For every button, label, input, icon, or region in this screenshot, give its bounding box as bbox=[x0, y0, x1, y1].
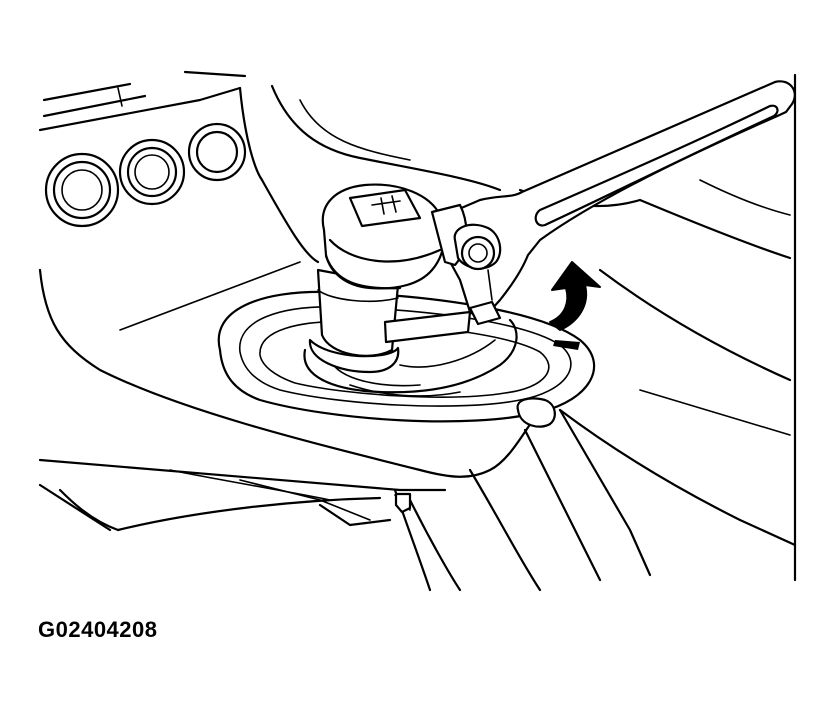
vent-middle bbox=[118, 138, 186, 206]
shift-pattern-plate bbox=[348, 188, 422, 228]
round-air-vents bbox=[44, 122, 247, 228]
figure-code-label: G02404208 bbox=[38, 617, 158, 642]
center-console bbox=[38, 73, 797, 592]
shift-knob bbox=[321, 183, 446, 290]
rotation-arrow-counterclockwise bbox=[549, 261, 601, 350]
vent-right bbox=[187, 122, 247, 182]
shift-lever-stem bbox=[308, 268, 472, 374]
adjustable-wrench bbox=[430, 80, 796, 326]
vent-left bbox=[44, 152, 120, 228]
dashboard-panel bbox=[38, 70, 502, 264]
wrench-handle-slot bbox=[534, 104, 779, 227]
boot-clip bbox=[516, 397, 556, 428]
